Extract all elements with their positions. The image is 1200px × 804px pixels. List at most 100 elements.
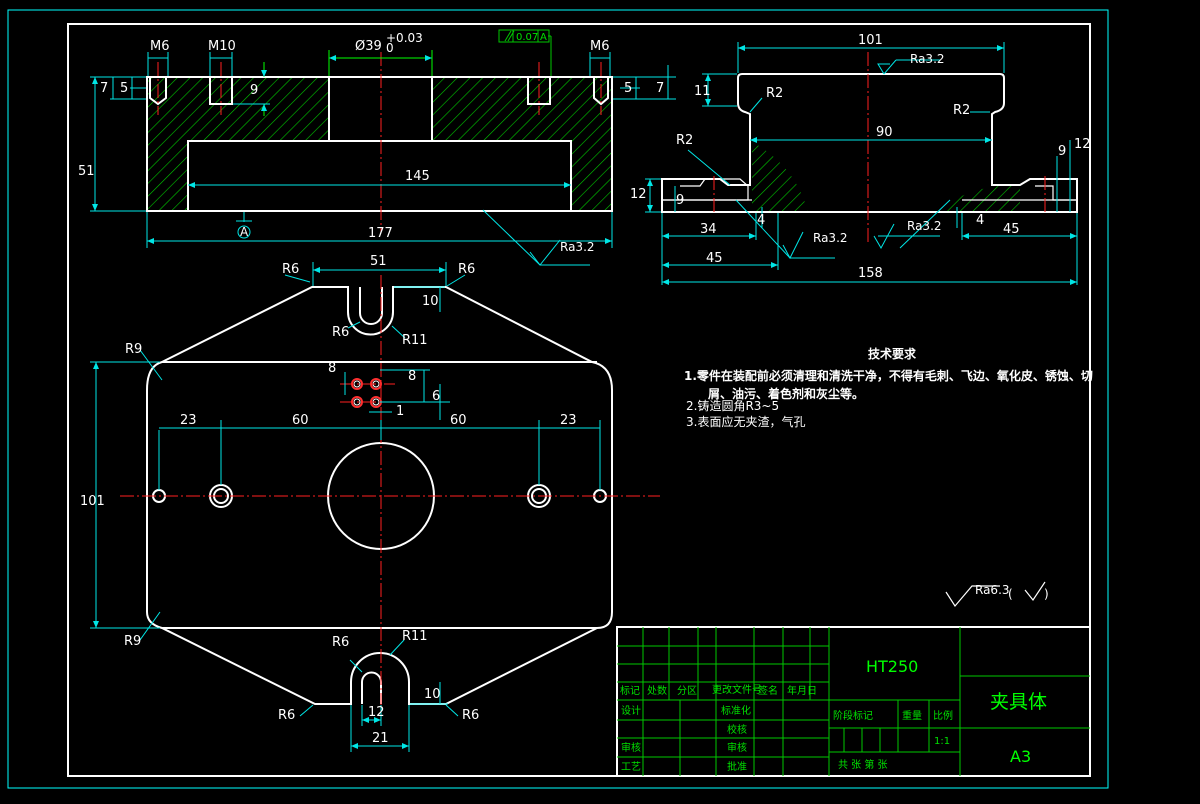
top-r9-top: R9 (125, 342, 142, 357)
tb-approve: 批准 (727, 760, 747, 773)
side-dim-90: 90 (876, 125, 893, 140)
top-dim-60-right: 60 (450, 413, 467, 428)
tb-scale: 1:1 (934, 736, 950, 747)
front-dim-51: 51 (78, 164, 95, 179)
top-r6-br: R6 (462, 708, 479, 723)
tech-req-line1: 1.零件在装配前必须清理和清洗干净，不得有毛刺、飞边、氧化皮、锈蚀、切 (684, 368, 1093, 383)
top-dim-21: 21 (372, 731, 389, 746)
side-dim-45-right: 45 (1003, 222, 1020, 237)
side-dim-11: 11 (694, 84, 711, 99)
tb-h-date: 年月日 (787, 684, 817, 697)
top-r6-bottom-slot: R6 (332, 635, 349, 650)
front-thread-left-label: M6 (150, 39, 170, 54)
top-r11-bottom: R11 (402, 629, 428, 644)
top-dim-8-b: 8 (408, 369, 416, 384)
front-datum-label: A (240, 225, 249, 239)
top-r6-tl: R6 (282, 262, 299, 277)
tb-check: 审核 (621, 741, 641, 754)
tb-paper-size: A3 (1010, 747, 1031, 766)
side-ra-bottom-left: Ra3.2 (813, 231, 848, 245)
tb-h-mark: 标记 (620, 685, 640, 697)
front-dim-7-left: 7 (100, 81, 108, 96)
front-thread-left2-label: M10 (208, 39, 236, 54)
side-dim-12-right: 12 (1074, 137, 1091, 152)
outer-border (7, 9, 1109, 789)
top-dim-101: 101 (80, 494, 105, 509)
tb-h-zone: 分区 (677, 685, 697, 697)
side-dim-12-left: 12 (630, 187, 647, 202)
side-view: 101 11 90 12 9 34 4 45 158 9 12 4 45 R2 … (630, 33, 1091, 285)
side-dim-9-left: 9 (676, 193, 684, 208)
top-r9-bottom: R9 (124, 634, 141, 649)
side-ra-top: Ra3.2 (910, 52, 945, 66)
front-dim-177: 177 (368, 226, 393, 241)
side-r2-top-right: R2 (953, 103, 970, 118)
top-dim-6: 6 (432, 389, 440, 404)
general-roughness-paren-open: ( (1008, 587, 1013, 601)
tb-standard: 标准化 (721, 704, 751, 717)
tb-h-sign: 签名 (758, 684, 778, 697)
inner-border (67, 23, 1091, 777)
tech-req-line3: 3.表面应无夹渣，气孔 (686, 414, 805, 429)
front-dim-5-left: 5 (120, 81, 128, 96)
tb-stage-mark: 阶段标记 (833, 709, 873, 722)
front-bore-tol-lower: 0 (386, 41, 394, 55)
technical-requirements: 技术要求 1.零件在装配前必须清理和清洗干净，不得有毛刺、飞边、氧化皮、锈蚀、切… (684, 346, 1093, 429)
tech-req-line2: 2.铸造圆角R3~5 (686, 398, 779, 413)
top-dim-12: 12 (368, 705, 385, 720)
front-dim-145: 145 (405, 169, 430, 184)
front-parallel-tol: 0.07 (516, 32, 538, 43)
general-roughness-paren-close: ) (1044, 587, 1049, 601)
tb-scale-label: 比例 (933, 709, 953, 722)
top-dim-23-left: 23 (180, 413, 197, 428)
tb-weight: 重量 (902, 709, 922, 722)
tb-h-docno: 更改文件号 (712, 683, 762, 696)
side-dim-158: 158 (858, 266, 883, 281)
tb-process: 工艺 (621, 761, 641, 773)
front-bore-tol-upper: +0.03 (386, 31, 423, 45)
side-dim-101: 101 (858, 33, 883, 48)
top-r6-tr: R6 (458, 262, 475, 277)
front-section-view: M6 M10 M6 Ø39 +0.03 0 0.07 A 7 5 9 51 14… (78, 29, 676, 266)
front-thread-right-label: M6 (590, 39, 610, 54)
tb-design: 设计 (621, 704, 641, 717)
top-r11-top: R11 (402, 333, 428, 348)
top-r6-bl: R6 (278, 708, 295, 723)
top-dim-10-top: 10 (422, 294, 439, 309)
top-r6-top-slot: R6 (332, 325, 349, 340)
top-dim-1: 1 (396, 404, 404, 419)
side-dim-9-right: 9 (1058, 144, 1066, 159)
top-dim-51: 51 (370, 254, 387, 269)
top-dim-10-bottom: 10 (424, 687, 441, 702)
tb-title: 夹具体 (990, 691, 1047, 713)
tb-audit: 审核 (727, 741, 747, 754)
tb-h-count: 处数 (647, 684, 667, 697)
tech-req-line1b: 屑、油污、着色剂和灰尘等。 (707, 386, 864, 401)
side-dim-4-right: 4 (976, 213, 984, 228)
side-dim-45-left: 45 (706, 251, 723, 266)
side-r2-top-left: R2 (766, 86, 783, 101)
front-dim-9: 9 (250, 83, 258, 98)
side-dim-34: 34 (700, 222, 717, 237)
side-dim-4-left: 4 (757, 213, 765, 228)
top-dim-23-right: 23 (560, 413, 577, 428)
side-r2-lower-left: R2 (676, 133, 693, 148)
front-parallel-datum: A (540, 32, 547, 43)
tech-req-heading: 技术要求 (868, 346, 917, 361)
front-bore-dim: Ø39 (355, 39, 382, 54)
front-dim-5-right: 5 (624, 81, 632, 96)
top-dim-8-a: 8 (328, 361, 336, 376)
general-roughness-value: Ra6.3 (975, 583, 1010, 597)
tb-review: 校核 (727, 723, 747, 736)
tb-material: HT250 (866, 657, 918, 676)
title-block: 标记 处数 分区 更改文件号 签名 年月日 设计 标准化 校核 审核 审核 工艺… (616, 626, 1091, 777)
tb-sheets: 共 张 第 张 (838, 758, 888, 771)
top-dim-60-left: 60 (292, 413, 309, 428)
top-view: 51 R6 R6 10 R6 R11 R9 8 8 6 1 23 60 60 2… (80, 254, 660, 752)
front-dim-7-right: 7 (656, 81, 664, 96)
front-roughness: Ra3.2 (560, 240, 595, 254)
general-roughness: Ra6.3 ( ) (945, 581, 1049, 608)
side-ra-bottom-right: Ra3.2 (907, 219, 942, 233)
